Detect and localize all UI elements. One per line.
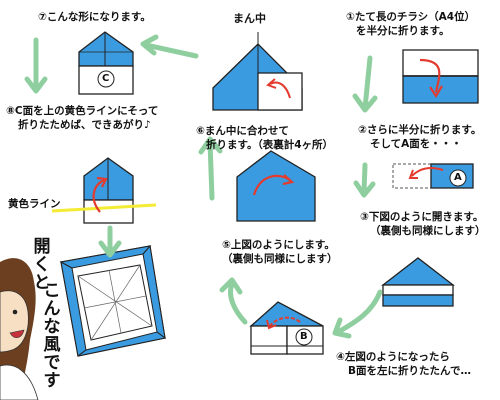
step2-line1: ②さらに半分に折ります。 [358, 124, 482, 136]
step2-line2: そしてA面を・・・ [370, 138, 462, 150]
center-label: まん中 [233, 12, 266, 25]
step3-base-blue [382, 294, 454, 307]
step5-house [236, 150, 316, 222]
flow-arrow-1-2 [362, 55, 373, 111]
step4-figure [249, 301, 324, 355]
step5-line2: （裏側も同様にします） [222, 253, 338, 265]
step5-figure [236, 150, 316, 222]
yellow-fold-line [51, 203, 157, 213]
step2-fold-arrow [411, 167, 444, 177]
flow-arrow-4-5 [228, 281, 248, 325]
character-mouth [9, 329, 25, 338]
step7-figure [78, 31, 134, 95]
step8-line2: 折りたためば、できあがり♪ [18, 119, 151, 131]
step1-line2: を半分に折ります。 [356, 25, 450, 37]
side-caption-char: で [43, 353, 61, 373]
step8-text: ⑧C面を上の黄色ラインにそって 折りたためば、できあがり♪ [6, 104, 158, 132]
step8-base [83, 199, 134, 224]
side-caption-col2: こ ん な 風 で す [42, 282, 62, 390]
opened-box-creases [77, 264, 153, 341]
step6-figure [212, 32, 303, 111]
step4-fold-arrow [269, 316, 301, 327]
flow-arrow-3-4 [335, 289, 383, 335]
character-eye [12, 309, 18, 315]
character-illustration [0, 258, 39, 400]
step2-face-a-circle [449, 169, 467, 187]
step1-paper-white [402, 49, 479, 77]
side-caption-char: す [43, 371, 61, 391]
character-face [0, 290, 29, 353]
step7-text: ⑦こんな形になります。 [38, 10, 151, 24]
flow-arrows [24, 34, 383, 339]
yellow-line-label: 黄色ライン [8, 198, 61, 210]
face-b-label: B [300, 331, 308, 342]
step7-line1: ⑦こんな形になります。 [38, 11, 151, 23]
step1-figure [402, 49, 479, 104]
step3-base-white [382, 284, 454, 296]
step3-figure [381, 257, 455, 307]
step3-roof [381, 257, 455, 286]
step1-fold-arrow [419, 58, 441, 93]
step7-face-c-circle [97, 70, 115, 88]
step8-line1: ⑧C面を上の黄色ラインにそって [6, 105, 159, 117]
step6-line2: 折ります。（表裏計4ヶ所） [206, 139, 334, 151]
character-shoulder [0, 364, 39, 400]
step4-roof [249, 301, 324, 327]
step6-folded-flap [257, 72, 303, 111]
step6-arrow [269, 81, 291, 99]
side-caption-char: 開 [33, 237, 51, 257]
side-caption-char: な [43, 317, 61, 337]
side-caption-char: と [33, 273, 51, 293]
face-c-label: C [102, 73, 110, 84]
side-caption-char: ん [43, 299, 61, 319]
side-caption-char: こ [43, 281, 61, 301]
step3-line2: （裏側も同様にします） [370, 225, 486, 237]
flow-arrow-6-7 [143, 42, 199, 59]
step5-text: ⑤上図のようにします。 （裏側も同様にします） [222, 238, 338, 266]
step2-text: ②さらに半分に折ります。 そしてA面を・・・ [358, 123, 481, 151]
side-caption-char: く [33, 255, 51, 275]
face-a-label: A [454, 172, 462, 183]
step6-text: ⑥まん中に合わせて 折ります。（表裏計4ヶ所） [196, 124, 333, 152]
step4-text: ④左図のようになったら B面を左に折りたたんで… [336, 350, 471, 378]
step4-face-b-circle [295, 328, 313, 346]
step8-figure [51, 157, 157, 224]
step3-text: ③下図のように開きます。 （裏側も同様にします） [360, 210, 486, 238]
step2-figure [392, 163, 474, 189]
step3-line1: ③下図のように開きます。 [360, 211, 484, 223]
step5-line1: ⑤上図のようにします。 [222, 239, 335, 251]
step4-line1: ④左図のようになったら [336, 351, 450, 363]
step8-arrow [92, 179, 105, 213]
flow-arrow-2-3 [361, 162, 368, 195]
step4-line2: B面を左に折りたたんで… [348, 365, 471, 377]
step7-top [78, 31, 134, 67]
step1-line1: ①たて長のチラシ（A4位） [346, 11, 476, 23]
opened-box-flap-top [59, 245, 152, 269]
opened-box-flap-bottom [77, 331, 167, 357]
step4-left-panel [250, 325, 288, 355]
side-caption-col1: 開 く と [32, 238, 52, 292]
opened-box-figure [59, 244, 167, 357]
side-caption-char: 風 [43, 335, 61, 355]
step6-line1: ⑥まん中に合わせて [196, 125, 289, 137]
flow-arrow-5-6 [207, 139, 215, 201]
step1-text: ①たて長のチラシ（A4位） を半分に折ります。 [346, 10, 475, 38]
